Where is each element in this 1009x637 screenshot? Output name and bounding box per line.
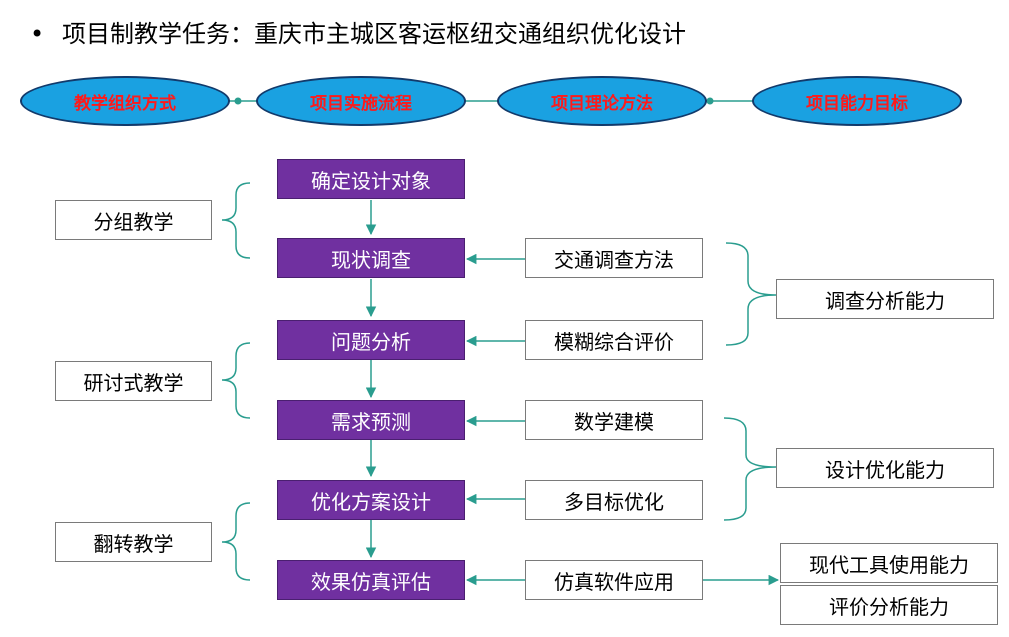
category-ellipse-implementation-process: 项目实施流程 xyxy=(256,76,466,126)
link-dot xyxy=(234,97,242,105)
category-ellipse-theory-methods: 项目理论方法 xyxy=(497,76,707,126)
left-brace-1 xyxy=(221,182,251,259)
link-dot xyxy=(706,97,714,105)
ability-evaluation-analysis: 评价分析能力 xyxy=(780,585,998,625)
process-step-2: 现状调查 xyxy=(277,238,465,278)
category-label: 项目实施流程 xyxy=(310,93,412,114)
theory-method-survey: 交通调查方法 xyxy=(525,238,703,278)
category-ellipse-ability-goals: 项目能力目标 xyxy=(752,76,962,126)
category-label: 项目能力目标 xyxy=(806,93,908,114)
left-brace-3 xyxy=(221,502,251,581)
process-step-3: 问题分析 xyxy=(277,320,465,360)
process-step-1: 确定设计对象 xyxy=(277,159,465,199)
ability-survey-analysis: 调查分析能力 xyxy=(776,279,994,319)
left-brace-2 xyxy=(221,342,251,419)
teaching-method-group: 分组教学 xyxy=(55,200,212,240)
process-step-5: 优化方案设计 xyxy=(277,480,465,520)
process-step-4: 需求预测 xyxy=(277,400,465,440)
category-label: 教学组织方式 xyxy=(74,93,176,114)
process-step-6: 效果仿真评估 xyxy=(277,560,465,600)
bullet: • xyxy=(30,20,45,48)
theory-method-fuzzy: 模糊综合评价 xyxy=(525,320,703,360)
right-brace-1 xyxy=(725,242,777,346)
theory-method-multiobjective: 多目标优化 xyxy=(525,480,703,520)
page-title: • 项目制教学任务：重庆市主城区客运枢纽交通组织优化设计 xyxy=(30,14,686,49)
theory-method-modeling: 数学建模 xyxy=(525,400,703,440)
theory-method-simulation: 仿真软件应用 xyxy=(525,560,703,600)
teaching-method-flipped: 翻转教学 xyxy=(55,522,212,562)
title-text: 项目制教学任务：重庆市主城区客运枢纽交通组织优化设计 xyxy=(62,20,686,48)
right-brace-2 xyxy=(723,417,777,521)
category-ellipse-teaching-organization: 教学组织方式 xyxy=(20,76,230,126)
category-label: 项目理论方法 xyxy=(551,93,653,114)
teaching-method-seminar: 研讨式教学 xyxy=(55,361,212,401)
ability-modern-tools: 现代工具使用能力 xyxy=(780,543,998,583)
ability-design-optimization: 设计优化能力 xyxy=(776,448,994,488)
